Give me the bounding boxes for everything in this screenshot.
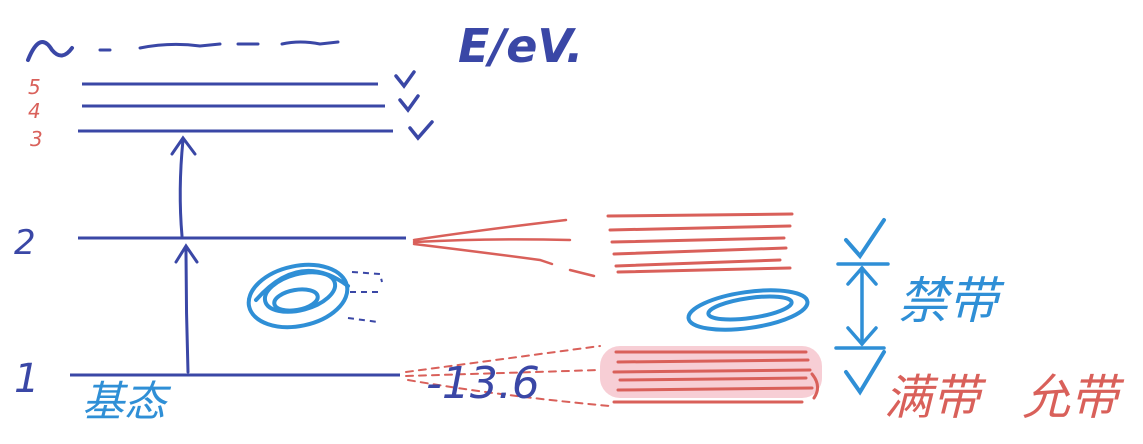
full-band-bracket [810, 372, 819, 400]
full-band-label: 满带 [884, 370, 987, 426]
electron-scribble [246, 262, 350, 330]
level-number-5: 5 [28, 75, 41, 99]
lower-energy-band [612, 350, 814, 404]
level-number-4: 4 [28, 99, 41, 123]
check-mark-icon-3 [408, 120, 434, 141]
level-number-2: 2 [14, 223, 36, 263]
check-mark-icon-lower-band [844, 350, 886, 396]
energy-axis-label: E/eV. [458, 19, 583, 73]
scribble-dashes [347, 271, 383, 323]
check-mark-icon-upper-band [844, 218, 886, 260]
ionization-dashed-line [98, 40, 340, 52]
level2-splitting-lines [412, 218, 596, 278]
forbidden-band-label: 禁带 [898, 272, 1005, 330]
allowed-band-label: 允带 [1022, 370, 1125, 426]
infinity-squiggle [26, 40, 74, 62]
band-gap-scribble [686, 288, 810, 332]
energy-value-ground: -13.6 [426, 358, 540, 409]
transition-arrow-1-to-2 [174, 243, 199, 374]
band-gap-double-arrow [834, 262, 890, 350]
upper-energy-band [606, 212, 794, 274]
transition-arrow-2-to-3 [170, 135, 197, 238]
ground-state-label: 基态 [82, 377, 172, 426]
level1-dashed-lines [405, 345, 611, 407]
level-number-3: 3 [30, 127, 43, 151]
level-number-1: 1 [14, 356, 39, 402]
check-mark-icon-5 [394, 70, 416, 89]
check-mark-icon-4 [398, 94, 420, 113]
